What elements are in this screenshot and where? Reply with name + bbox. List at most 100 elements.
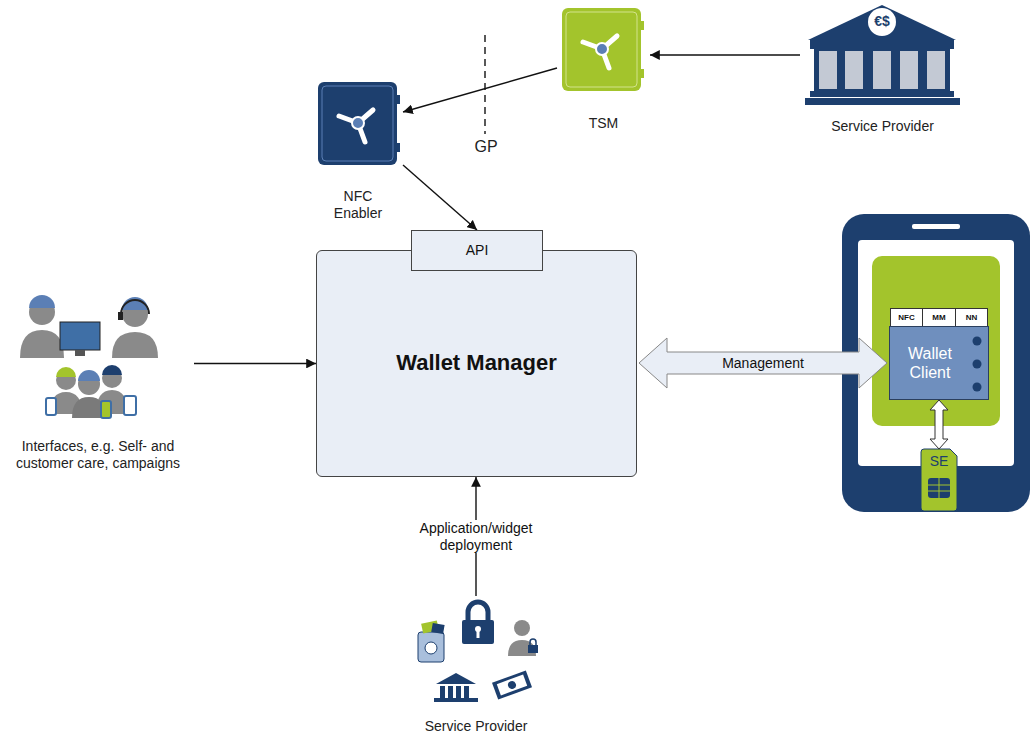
arrow-line (403, 68, 557, 112)
safe-icon (596, 43, 608, 55)
phone-illustration (872, 256, 1000, 426)
sim-card (921, 449, 957, 511)
edge-label: Management (719, 355, 807, 372)
module-box: NFC (890, 308, 923, 327)
bank-icon (900, 51, 918, 89)
people-icon (29, 295, 55, 308)
module-box: NN (955, 308, 988, 327)
provider-icons (477, 630, 480, 638)
bank-icon (805, 5, 960, 105)
provider-icons (434, 698, 478, 702)
currency-symbol: €$ (864, 13, 900, 30)
node-label: API (466, 242, 489, 259)
provider-icons (436, 673, 476, 684)
safe-icon (352, 117, 364, 129)
provider-icons (497, 675, 527, 696)
menu-dot (973, 337, 982, 346)
node-label: Interfaces, e.g. Self- and customer care… (2, 438, 194, 472)
gp-boundary (484, 35, 486, 134)
people-icon (102, 365, 122, 375)
provider-icons (418, 602, 538, 702)
arrow-line (475, 477, 476, 596)
provider-node: Service Provider (396, 596, 556, 735)
safe-icon (318, 82, 400, 165)
phone-illustration (912, 224, 960, 229)
safe-icon (396, 95, 400, 104)
arrow-line (650, 54, 800, 55)
node-label: MM (932, 313, 945, 323)
bank-icon (808, 5, 956, 40)
safe-icon (322, 86, 393, 161)
module-box: MM (922, 308, 956, 327)
node-label: SE (930, 453, 949, 470)
node-label: Service Provider (831, 118, 934, 135)
people-icon (75, 350, 85, 356)
bank-icon (814, 49, 950, 91)
node-label: Wallet Client (890, 344, 970, 382)
safe-icon (562, 8, 641, 91)
sim-card (921, 449, 957, 511)
provider-icons (492, 670, 532, 699)
bank-icon (819, 51, 837, 89)
enabler-safe: NFC Enabler (313, 80, 403, 222)
provider-icons (418, 632, 444, 662)
safe-icon (396, 143, 400, 152)
provider-icons (468, 602, 488, 622)
interfaces-node: Interfaces, e.g. Self- and customer care… (2, 296, 194, 472)
safe-icon (640, 21, 644, 30)
provider-icons (528, 645, 538, 653)
people-icon (60, 322, 100, 350)
provider-icons (440, 686, 445, 698)
safe-icon (318, 82, 397, 165)
edge-label: Application/widget deployment (398, 520, 554, 554)
provider-icons (448, 686, 453, 698)
bank-icon (810, 91, 954, 97)
menu-dots (970, 327, 984, 399)
api-tab: API (411, 230, 543, 271)
bank-icon (927, 51, 945, 89)
block-arrow (930, 400, 948, 449)
gp-boundary (485, 35, 486, 134)
manager-box: Wallet ManagerAPI (316, 250, 637, 477)
provider-icons (530, 639, 536, 646)
sim-card (928, 478, 950, 498)
sim-card (939, 478, 940, 498)
people-icon (46, 398, 56, 415)
bank-icon (845, 51, 863, 89)
node-label: NN (966, 313, 978, 323)
provider-icons (431, 623, 444, 634)
menu-dot (973, 360, 982, 369)
bank-icon (873, 51, 891, 89)
people-icon (78, 370, 100, 381)
provider-icons (464, 686, 469, 698)
provider-icons (425, 642, 437, 654)
bank-icon (868, 8, 896, 36)
people-icon (124, 396, 136, 415)
provider-icons (462, 620, 494, 644)
people-icon (112, 332, 158, 358)
safe-icon (640, 69, 644, 78)
safe-icon (562, 8, 644, 91)
people-icon (121, 300, 149, 314)
arrow-line (194, 363, 316, 364)
people-icon (118, 312, 123, 320)
phone-illustration (858, 240, 1014, 466)
client-box: Wallet Client (889, 326, 989, 400)
people-icon (20, 295, 158, 418)
people-icon (20, 330, 64, 358)
provider-icons (456, 686, 461, 698)
tsm-safe: TSM (557, 6, 650, 132)
node-label: Service Provider (425, 718, 528, 735)
node-label: NFC (898, 313, 914, 323)
bank-icon (810, 40, 954, 49)
node-label: TSM (589, 115, 619, 132)
boundary-label: GP (468, 137, 504, 156)
block-arrow (639, 338, 887, 388)
safe-icon (566, 12, 637, 87)
node-label: Wallet Manager (396, 350, 557, 376)
provider-icons (492, 670, 532, 699)
menu-dot (973, 383, 982, 392)
people-icon (56, 367, 76, 377)
arrow-line (403, 165, 477, 230)
